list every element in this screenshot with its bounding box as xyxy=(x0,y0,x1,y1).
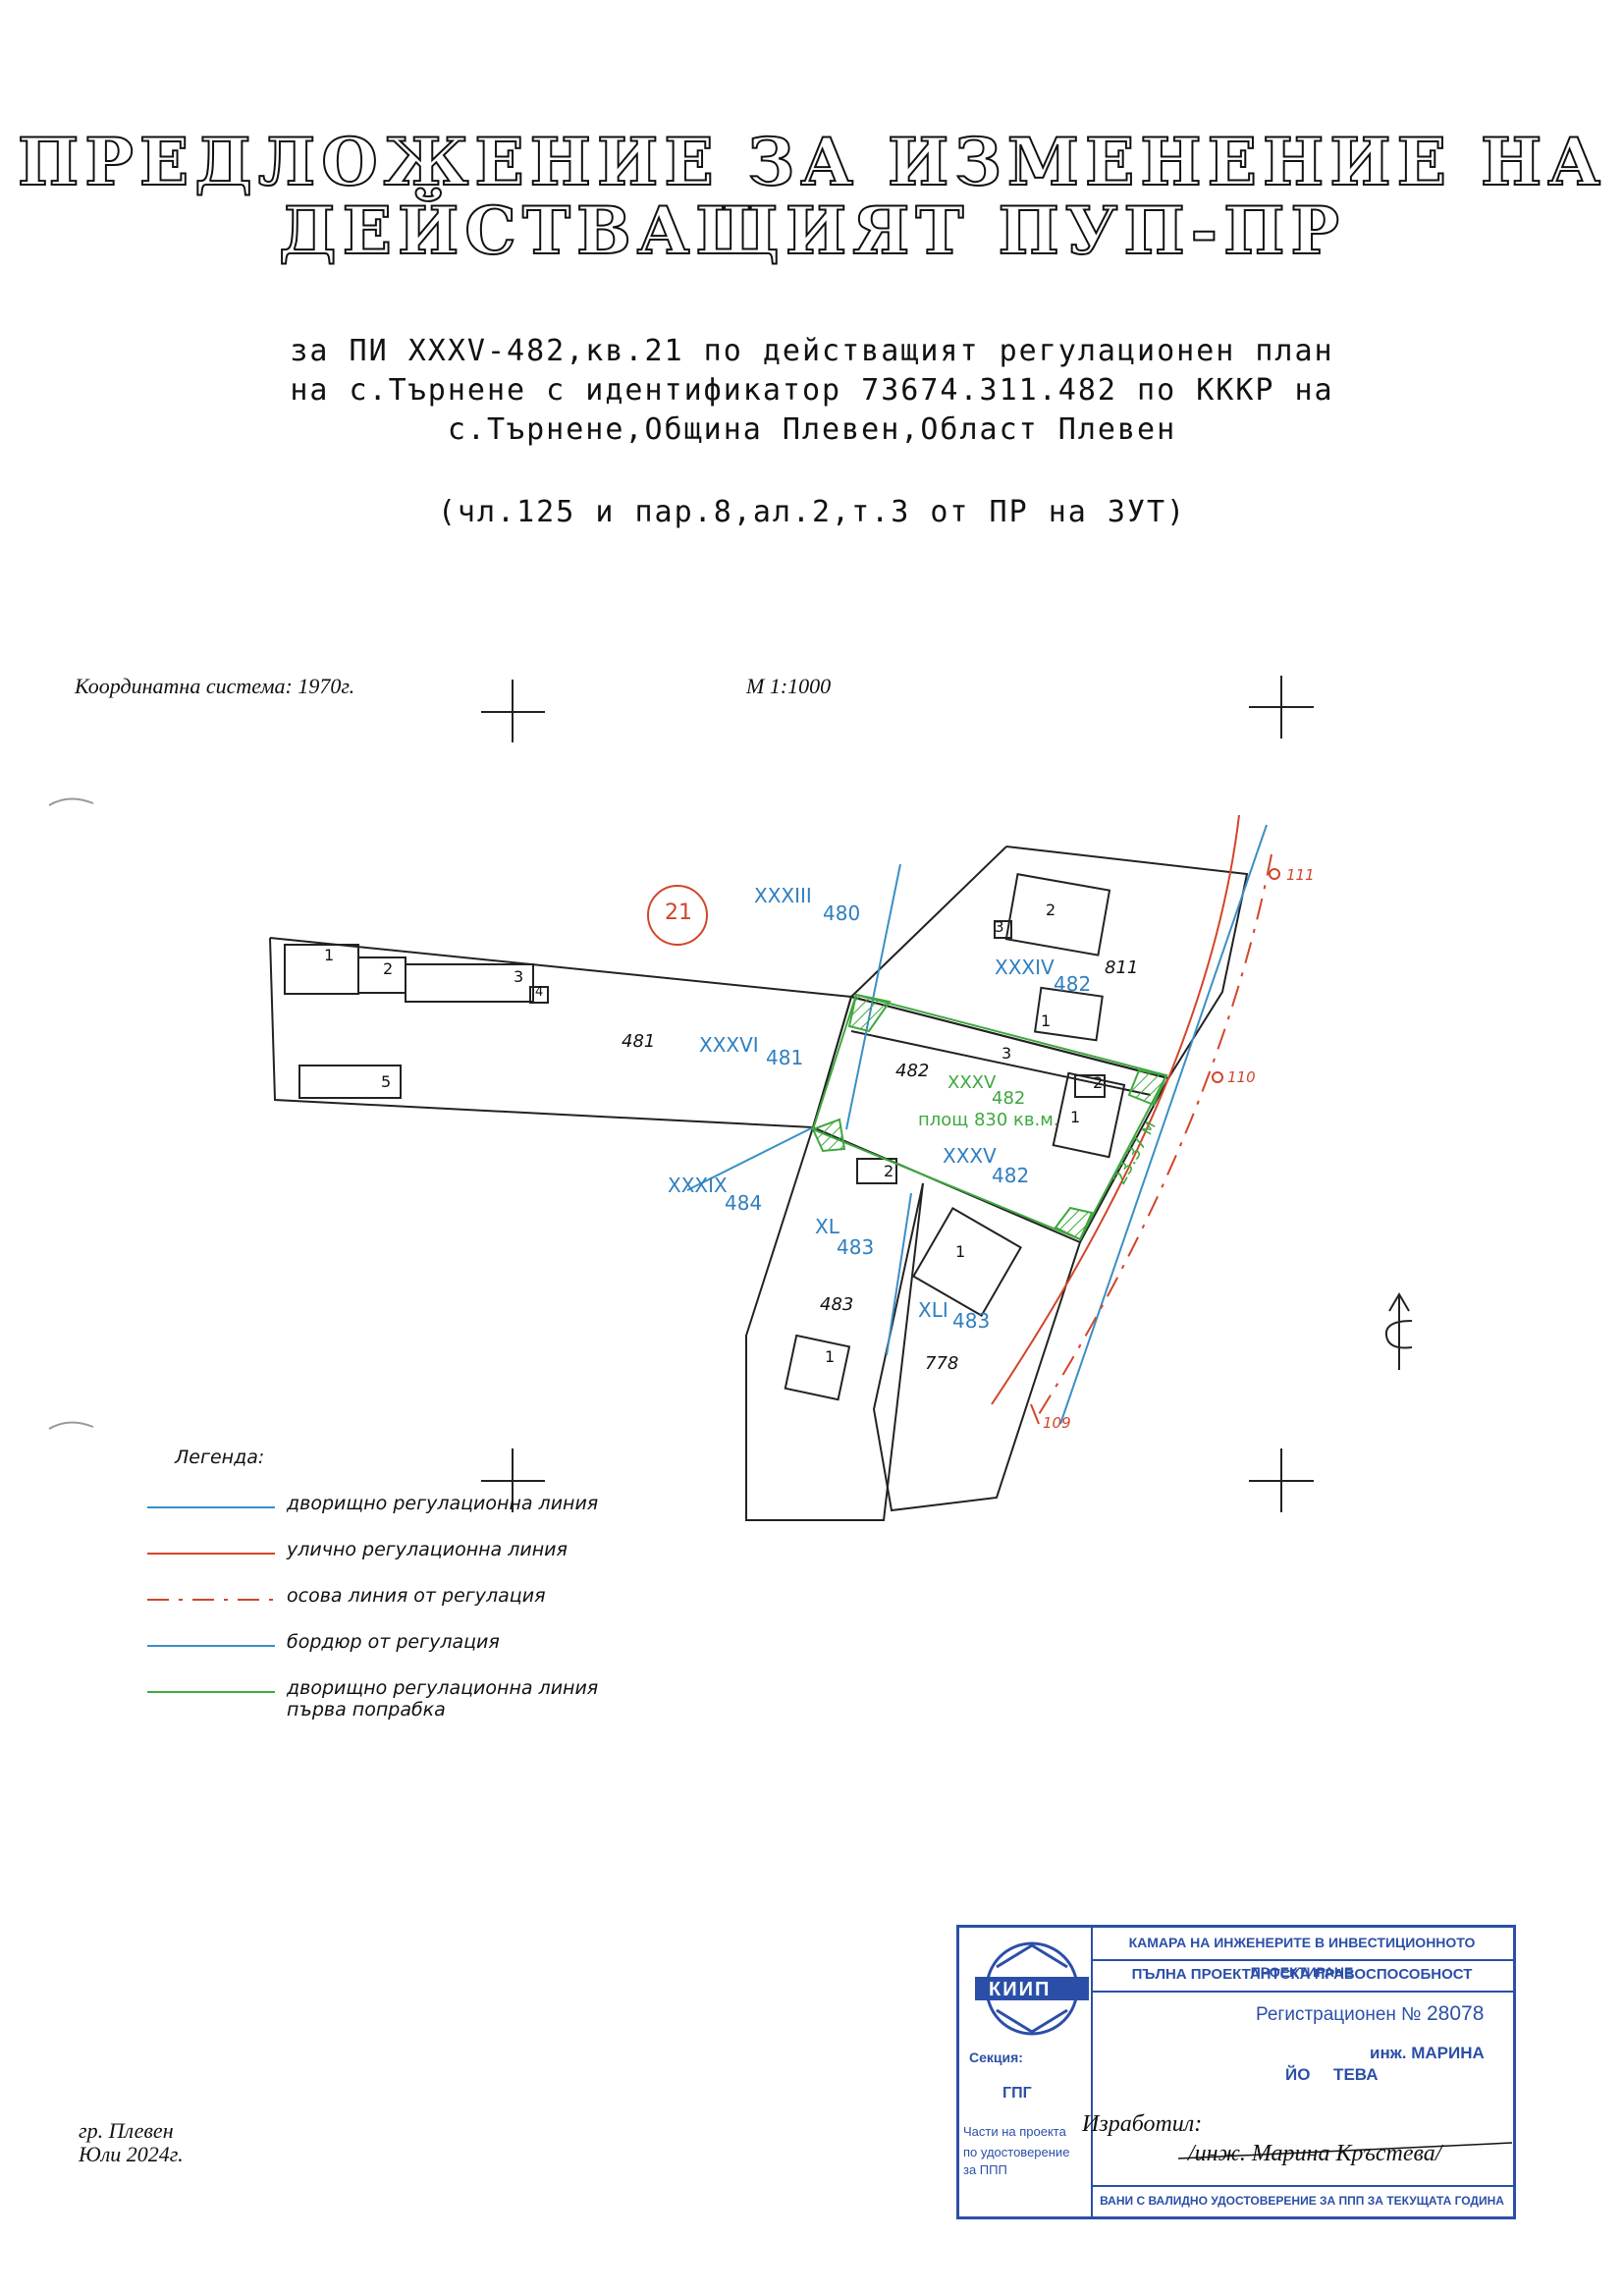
parcel-label: XLI xyxy=(918,1298,948,1322)
new-parcel-label: XXXV xyxy=(947,1072,997,1093)
parcel-label: XXXV xyxy=(943,1144,997,1168)
green-correction xyxy=(811,993,1168,1241)
stamp-section-value: ГПГ xyxy=(1002,2085,1032,2102)
parcel-label: 481 xyxy=(766,1046,804,1069)
stamp-reg-label: Регистрационен № xyxy=(1256,2004,1422,2025)
stamp-engineer-line1: инж. МАРИНА xyxy=(1370,2044,1485,2062)
stamp-parts-label: Части на проекта xyxy=(963,2124,1066,2139)
coordinate-system: Координатна система: 1970г. xyxy=(75,674,355,698)
engineer-name: /инж. Марина Кръстева/ xyxy=(1188,2141,1442,2166)
parcel-xxxiv xyxy=(849,846,1249,1080)
legend-title: Легенда: xyxy=(175,1447,265,1468)
cadastral-number: 482 xyxy=(895,1061,930,1081)
subtitle-line-3: с.Търнене,Община Плевен,Област Плевен xyxy=(447,412,1177,447)
parcel-label: XL xyxy=(815,1215,839,1238)
cadastral-number: 811 xyxy=(1105,957,1139,978)
parcel-label: 483 xyxy=(837,1235,875,1259)
location-city: гр. Плевен xyxy=(79,2118,174,2143)
cadastral-number: 483 xyxy=(820,1294,854,1315)
crosshair-marks xyxy=(481,676,1314,1512)
building-number: 1 xyxy=(825,1347,836,1366)
legend-label: улично регулационна линия xyxy=(287,1539,568,1560)
legend-label: дворищно регулационна линия първа попраб… xyxy=(287,1677,599,1721)
stamp-footer: ВАНИ С ВАЛИДНО УДОСТОВЕРЕНИЕ ЗА ППП ЗА Т… xyxy=(1091,2185,1513,2216)
parcel-label: XXXIII xyxy=(754,884,812,907)
parcel-label: 482 xyxy=(1054,972,1092,996)
point-label: 110 xyxy=(1227,1068,1256,1086)
block-number: 21 xyxy=(665,901,692,925)
logo-text: КИИП xyxy=(989,1979,1052,2000)
parcel-label: 483 xyxy=(952,1309,991,1333)
building-number: 2 xyxy=(1093,1073,1104,1092)
stamp-engineer-line2: ЙО ТЕВА xyxy=(1285,2065,1379,2084)
regulation-lines-blue xyxy=(686,824,1268,1425)
crosshair-icon xyxy=(481,1448,545,1512)
crosshair-icon xyxy=(1249,1448,1314,1512)
subtitle-line-4: (чл.125 и пар.8,ал.2,т.3 от ПР на ЗУТ) xyxy=(437,495,1187,529)
parcel-label: XXXIX xyxy=(668,1174,728,1197)
parcel-label: 480 xyxy=(823,902,861,925)
point-label: 111 xyxy=(1286,866,1315,884)
building-number: 3 xyxy=(995,918,1004,936)
point-label: 109 xyxy=(1043,1414,1071,1432)
parcel-label: 482 xyxy=(992,1164,1030,1187)
cadastral-number: 778 xyxy=(925,1353,959,1374)
legend-line-icon xyxy=(147,1506,275,1508)
kiip-logo-icon xyxy=(975,1941,1089,2036)
north-arrow-icon xyxy=(1384,1292,1413,1370)
area-label: площ 830 кв.м. xyxy=(918,1110,1059,1130)
building-number: 1 xyxy=(955,1242,966,1261)
building-number: 2 xyxy=(884,1162,894,1180)
stamp-chamber: КАМАРА НА ИНЖЕНЕРИТЕ В ИНВЕСТИЦИОННОТО П… xyxy=(1091,1928,1513,1980)
legend-line-icon xyxy=(147,1599,275,1601)
subtitle-line-1: за ПИ XXXV-482,кв.21 по действащият регу… xyxy=(290,334,1334,368)
stamp-parts-text: по удостоверение за ППП xyxy=(963,2145,1070,2177)
map-scale: М 1:1000 xyxy=(746,674,832,698)
subtitle-line-2: на с.Търнене с идентификатор 73674.311.4… xyxy=(290,373,1334,408)
signature-underline xyxy=(1178,2142,1512,2159)
dimension-label: 23.37 м xyxy=(1110,1117,1161,1188)
parcel-label: XXXIV xyxy=(995,956,1055,979)
building-number: 4 xyxy=(535,985,544,1000)
parcel-label: 484 xyxy=(725,1191,763,1215)
legend-line-icon xyxy=(147,1553,275,1555)
prepared-by-label: Изработил: xyxy=(1082,2111,1203,2137)
building-number: 1 xyxy=(1041,1011,1052,1030)
crosshair-icon xyxy=(481,680,545,742)
stamp-capacity: ПЪЛНА ПРОЕКТАНТСКА ПРАВОСПОСОБНОСТ xyxy=(1091,1961,1513,1993)
cadastral-number: 481 xyxy=(622,1031,656,1052)
title-line-1: ПРЕДЛОЖЕНИЕ ЗА ИЗМЕНЕНИЕ НА xyxy=(17,123,1607,201)
new-parcel-label: 482 xyxy=(992,1088,1026,1109)
engineer-stamp: КИИП Секция: ГПГ Части на проекта по удо… xyxy=(956,1925,1516,2219)
parcel-label: XXXVI xyxy=(699,1033,759,1057)
title-line-2: ДЕЙСТВАЩИЯТ ПУП-ПР xyxy=(278,191,1346,270)
building-number: 3 xyxy=(514,967,524,986)
building-number: 2 xyxy=(383,959,394,978)
building-number: 5 xyxy=(381,1072,392,1091)
block-circle xyxy=(647,885,708,946)
building-number: 1 xyxy=(324,946,335,964)
street-lines-red xyxy=(991,814,1280,1425)
stamp-reg-number: 28078 xyxy=(1427,2002,1485,2025)
legend-line-icon xyxy=(147,1645,275,1647)
building-number: 2 xyxy=(1046,901,1056,919)
building-number: 1 xyxy=(1070,1108,1081,1126)
legend-line-icon xyxy=(147,1691,275,1693)
crosshair-icon xyxy=(1249,676,1314,738)
legend-label: осова линия от регулация xyxy=(287,1585,546,1607)
stamp-section-label: Секция: xyxy=(969,2049,1023,2065)
location-date: Юли 2024г. xyxy=(79,2142,184,2166)
legend-label: бордюр от регулация xyxy=(287,1631,500,1653)
stamp-left-column: КИИП Секция: ГПГ Части на проекта по удо… xyxy=(959,1928,1093,2216)
building-number: 3 xyxy=(1001,1044,1012,1063)
legend-label: дворищно регулационна линия xyxy=(287,1493,599,1514)
